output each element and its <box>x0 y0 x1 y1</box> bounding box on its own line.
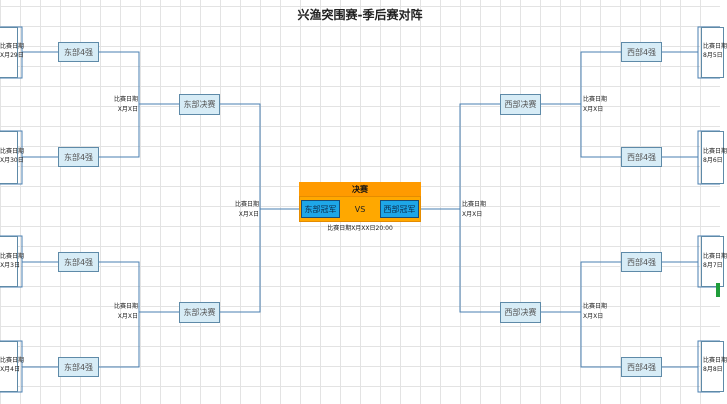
east-quarter-team-3[interactable]: 东部4强 <box>58 252 99 272</box>
final-date: 比赛日期X月XX日20:00 <box>327 225 393 232</box>
west-semi-date-label: 比赛日期 <box>583 96 608 103</box>
west-quarter-team-3[interactable]: 西部4强 <box>621 252 662 272</box>
left-edge-date-label: 比赛日期 <box>0 357 25 364</box>
right-edge-match-3[interactable] <box>701 236 724 287</box>
right-edge-date-label: 比赛日期 <box>703 148 727 155</box>
right-edge-date-value: 8月6日 <box>703 157 723 164</box>
left-edge-date-value: X月3日 <box>0 262 20 269</box>
final-header: 决赛 <box>299 182 421 196</box>
east-final-date-value: X月X日 <box>238 211 259 218</box>
right-edge-date-label: 比赛日期 <box>703 43 727 50</box>
west-semi-date-value: X月X日 <box>583 106 604 113</box>
left-edge-date-value: X月4日 <box>0 366 20 373</box>
right-edge-date-label: 比赛日期 <box>703 253 727 260</box>
west-semi-date-label: 比赛日期 <box>583 303 608 310</box>
west-quarter-team-1[interactable]: 西部4强 <box>621 42 662 62</box>
left-edge-date-label: 比赛日期 <box>0 43 25 50</box>
left-edge-match-1[interactable] <box>0 27 18 78</box>
page-title: 兴渔突围赛-季后赛对阵 <box>297 8 423 22</box>
left-edge-date-label: 比赛日期 <box>0 148 25 155</box>
west-champion[interactable]: 西部冠军 <box>380 200 419 218</box>
east-semi-date-value: X月X日 <box>117 313 138 320</box>
left-edge-date-value: X月29日 <box>0 52 24 59</box>
left-edge-match-4[interactable] <box>0 341 18 392</box>
east-champion[interactable]: 东部冠军 <box>301 200 340 218</box>
east-semi-date-value: X月X日 <box>117 106 138 113</box>
right-edge-date-value: 8月5日 <box>703 52 723 59</box>
west-final-date-value: X月X日 <box>462 211 483 218</box>
vs-label: VS <box>354 204 366 214</box>
east-quarter-team-2[interactable]: 东部4强 <box>58 147 99 167</box>
left-edge-match-3[interactable] <box>0 236 18 287</box>
west-final-date-label: 比赛日期 <box>462 201 487 208</box>
east-quarter-team-1[interactable]: 东部4强 <box>58 42 99 62</box>
right-edge-match-4[interactable] <box>701 341 724 392</box>
west-final-team-1[interactable]: 西部决赛 <box>500 94 541 115</box>
right-edge-date-value: 8月7日 <box>703 262 723 269</box>
west-semi-date-value: X月X日 <box>583 313 604 320</box>
east-semi-date-label: 比赛日期 <box>113 96 138 103</box>
east-final-team-2[interactable]: 东部决赛 <box>179 302 220 323</box>
selection-indicator <box>716 283 720 297</box>
east-final-team-1[interactable]: 东部决赛 <box>179 94 220 115</box>
left-edge-match-2[interactable] <box>0 131 18 184</box>
west-final-team-2[interactable]: 西部决赛 <box>500 302 541 323</box>
west-quarter-team-2[interactable]: 西部4强 <box>621 147 662 167</box>
left-edge-date-value: X月30日 <box>0 157 24 164</box>
right-edge-match-1[interactable] <box>701 27 724 78</box>
right-edge-date-value: 8月8日 <box>703 366 723 373</box>
west-quarter-team-4[interactable]: 西部4强 <box>621 357 662 377</box>
right-edge-match-2[interactable] <box>701 131 724 184</box>
east-semi-date-label: 比赛日期 <box>113 303 138 310</box>
east-quarter-team-4[interactable]: 东部4强 <box>58 357 99 377</box>
right-edge-date-label: 比赛日期 <box>703 357 727 364</box>
east-final-date-label: 比赛日期 <box>234 201 259 208</box>
left-edge-date-label: 比赛日期 <box>0 253 25 260</box>
